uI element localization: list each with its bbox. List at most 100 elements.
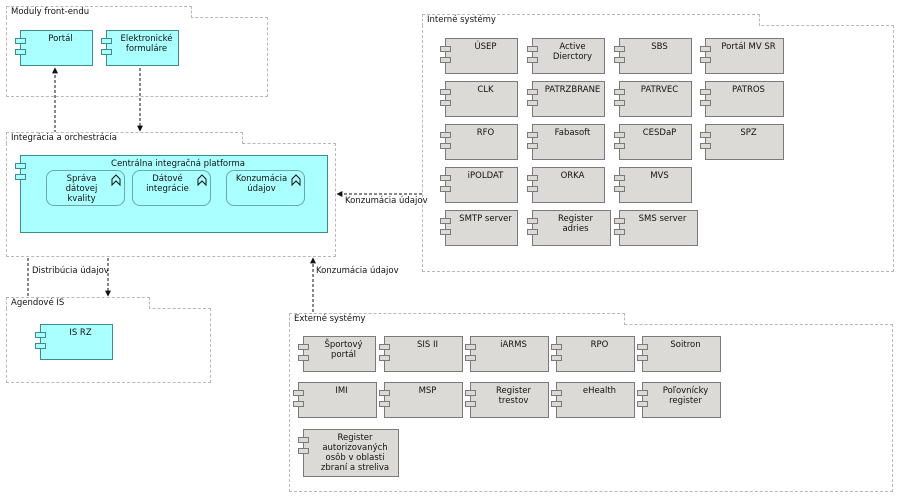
component-label: IS RZ <box>69 328 92 338</box>
connection-label-internal: Konzumácia údajov <box>345 196 428 206</box>
internal-system[interactable]: ORKA <box>527 167 605 203</box>
external-system[interactable]: Register trestov <box>465 382 549 418</box>
component-icon <box>440 218 451 240</box>
function-konzumacia-udajov[interactable]: Konzumácia údajov <box>226 170 305 206</box>
agenda-group-title: Agendové IS <box>6 297 150 309</box>
component-icon <box>440 175 451 197</box>
function-label: Správa dátovej kvality <box>65 174 98 204</box>
external-systems-group-title: Externé systémy <box>289 313 625 325</box>
external-system[interactable]: MSP <box>379 382 463 418</box>
function-sprava-datovej-kvality[interactable]: Správa dátovej kvality <box>46 170 125 206</box>
component-icon <box>614 46 625 68</box>
component-icon <box>614 89 625 111</box>
internal-systems-group-title: Interné systémy <box>422 14 760 26</box>
internal-system[interactable]: SMS server <box>614 210 698 246</box>
component-label: Active Dierctory <box>552 42 593 62</box>
function-icon <box>291 174 301 186</box>
component-label: SIS II <box>416 340 438 350</box>
component-label: PATRVEC <box>640 85 679 95</box>
external-system[interactable]: iARMS <box>465 336 549 372</box>
component-icon <box>293 390 304 412</box>
component-label: SPZ <box>740 128 757 138</box>
function-label: Konzumácia údajov <box>235 174 288 194</box>
component-label: RPO <box>590 340 609 350</box>
component-icon <box>15 163 26 185</box>
component-icon <box>440 46 451 68</box>
component-icon <box>527 46 538 68</box>
component-icon <box>440 132 451 154</box>
component-icon <box>298 437 309 459</box>
component-label: Portál MV SR <box>721 42 776 52</box>
component-icon <box>101 38 112 60</box>
function-icon <box>111 174 121 186</box>
function-icon <box>197 174 207 186</box>
component-icon <box>527 89 538 111</box>
component-icon <box>527 132 538 154</box>
portal-component[interactable]: Portál <box>15 30 93 66</box>
component-icon <box>465 344 476 366</box>
internal-system[interactable]: SBS <box>614 38 692 74</box>
component-label: MVS <box>650 171 669 181</box>
component-icon <box>700 46 711 68</box>
internal-system[interactable]: CESDaP <box>614 124 692 160</box>
internal-system[interactable]: SPZ <box>700 124 784 160</box>
external-system[interactable]: IMI <box>293 382 377 418</box>
component-label: CLK <box>477 85 494 95</box>
external-system[interactable]: Poľovnícky register <box>637 382 721 418</box>
component-label: ORKA <box>560 171 585 181</box>
frontend-group: Moduly front-endu <box>6 6 268 97</box>
external-system[interactable]: RPO <box>551 336 635 372</box>
component-label: Soitron <box>670 340 701 350</box>
component-label: Športový portál <box>324 340 363 360</box>
internal-system[interactable]: PATRVEC <box>614 81 692 117</box>
component-label: IMI <box>335 386 348 396</box>
function-datove-integracie[interactable]: Dátové integrácie <box>132 170 211 206</box>
elektronicke-formulare-component[interactable]: Elektronické formuláre <box>101 30 179 66</box>
connection-label-agenda: Distribúcia údajov <box>32 266 109 276</box>
component-label: ÚSEP <box>474 42 497 52</box>
external-system[interactable]: eHealth <box>551 382 635 418</box>
internal-system[interactable]: CLK <box>440 81 518 117</box>
component-icon <box>614 132 625 154</box>
external-system[interactable]: SIS II <box>379 336 463 372</box>
external-system[interactable]: Športový portál <box>298 336 376 372</box>
component-icon <box>700 132 711 154</box>
component-label: PATRZBRANE <box>544 85 601 95</box>
component-icon <box>700 89 711 111</box>
internal-system[interactable]: PATRZBRANE <box>527 81 605 117</box>
internal-system[interactable]: ÚSEP <box>440 38 518 74</box>
internal-system[interactable]: PATROS <box>700 81 784 117</box>
external-system[interactable]: Register autorizovaných osôb v oblasti z… <box>298 429 399 477</box>
component-label: Register adries <box>558 214 593 234</box>
platform-title: Centrálna integračná platforma <box>111 159 245 169</box>
internal-system[interactable]: iPOLDAT <box>440 167 518 203</box>
internal-system[interactable]: Fabasoft <box>527 124 605 160</box>
component-label: Fabasoft <box>554 128 591 138</box>
is-rz-component[interactable]: IS RZ <box>35 324 113 360</box>
internal-system[interactable]: Active Dierctory <box>527 38 605 74</box>
internal-system[interactable]: RFO <box>440 124 518 160</box>
external-system[interactable]: Soitron <box>637 336 721 372</box>
component-icon <box>15 38 26 60</box>
internal-system[interactable]: SMTP server <box>440 210 518 246</box>
component-label: Portál <box>48 34 73 44</box>
internal-system[interactable]: Register adries <box>527 210 611 246</box>
component-icon <box>379 390 390 412</box>
integration-group-title: Integrácia a orchestrácia <box>6 132 243 144</box>
internal-systems-group: Interné systémy <box>422 14 894 272</box>
integration-group: Integrácia a orchestrácia <box>6 132 336 257</box>
component-label: PATROS <box>732 85 765 95</box>
internal-system[interactable]: MVS <box>614 167 692 203</box>
component-icon <box>379 344 390 366</box>
component-icon <box>527 175 538 197</box>
component-label: eHealth <box>582 386 617 396</box>
component-label: CESDaP <box>642 128 677 138</box>
component-label: iARMS <box>500 340 527 350</box>
component-icon <box>35 332 46 354</box>
component-label: Poľovnícky register <box>662 386 709 406</box>
component-icon <box>551 390 562 412</box>
component-icon <box>637 390 648 412</box>
internal-system[interactable]: Portál MV SR <box>700 38 784 74</box>
agenda-group: Agendové IS <box>6 297 211 383</box>
